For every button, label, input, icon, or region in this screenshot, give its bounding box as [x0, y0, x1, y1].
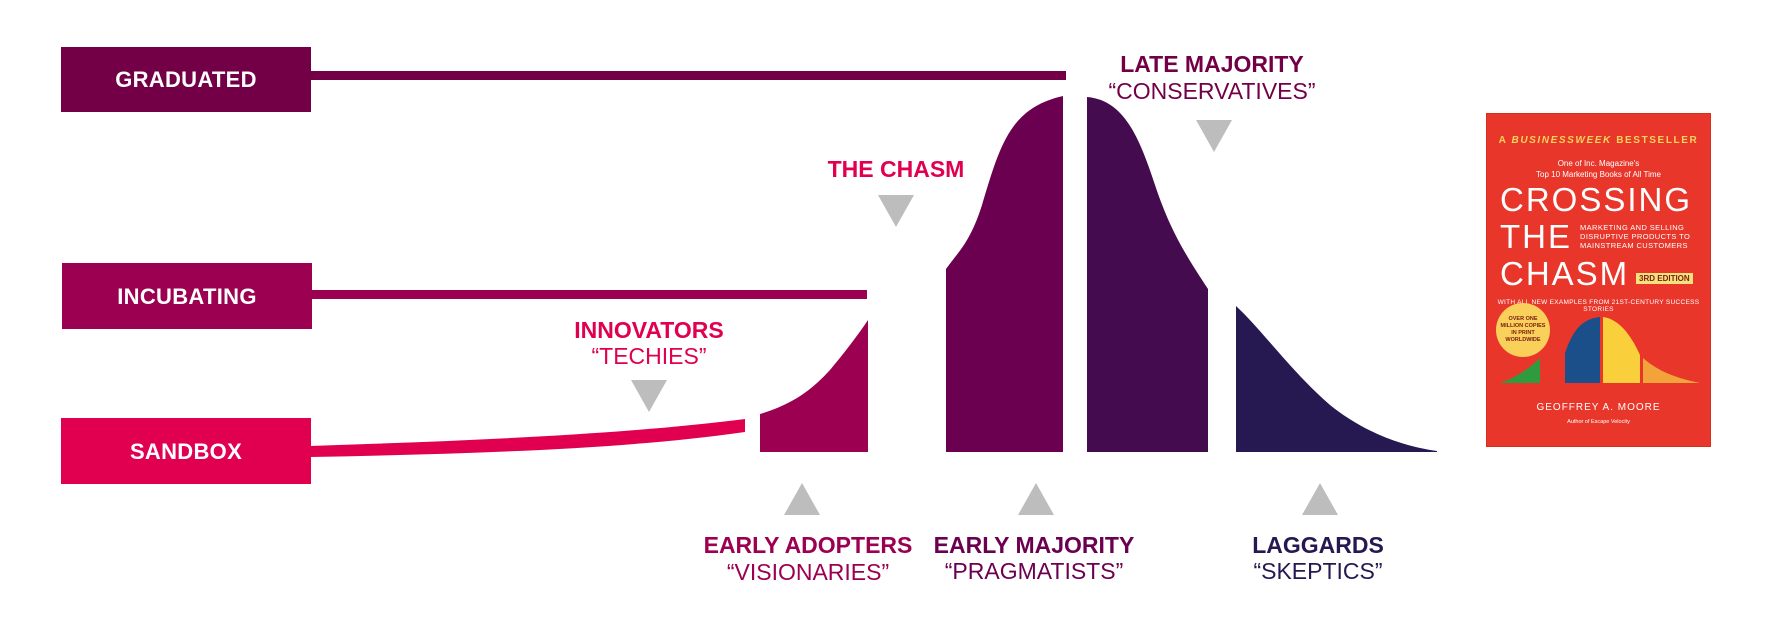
graduated-label: GRADUATED	[115, 67, 257, 92]
book-title-line2: THE	[1500, 218, 1572, 255]
book-author: GEOFFREY A. MOORE	[1536, 402, 1661, 413]
book-edition-badge: 3RD EDITION	[1636, 273, 1693, 284]
incubating-connector-line	[310, 290, 867, 299]
book-rank: One of Inc. Magazine's Top 10 Marketing …	[1486, 158, 1711, 180]
sandbox-box	[61, 418, 311, 484]
early-majority-arrow-icon	[1018, 483, 1054, 515]
innovators-title: INNOVATORS	[574, 317, 724, 343]
late-majority-arrow-icon	[1196, 120, 1232, 152]
laggards-arrow-icon	[1302, 483, 1338, 515]
late-majority-title: LATE MAJORITY	[1120, 51, 1304, 77]
incubating-label: INCUBATING	[117, 284, 256, 309]
chasm-title: THE CHASM	[828, 156, 965, 182]
book-top-post: BESTSELLER	[1616, 135, 1699, 146]
book-million-copies-badge: OVER ONE MILLION COPIES IN PRINT WORLDWI…	[1496, 303, 1550, 357]
stage-sandbox: SANDBOX	[61, 418, 311, 484]
book-title-line1: CROSSING	[1500, 181, 1693, 218]
early-majority-title: EARLY MAJORITY	[934, 532, 1135, 558]
innovators-subtitle: “TECHIES”	[592, 343, 707, 369]
early-adopters-subtitle: “VISIONARIES”	[727, 559, 889, 585]
book-author-sub: Author of Escape Velocity	[1567, 419, 1630, 425]
chasm-arrow-icon	[878, 195, 914, 227]
book-title-line3: CHASM	[1500, 255, 1630, 292]
early-adopters-curve-segment	[760, 320, 868, 452]
early-adopters-arrow-icon	[784, 483, 820, 515]
book-bell-curve-icon	[1500, 317, 1700, 383]
laggards-subtitle: “SKEPTICS”	[1253, 558, 1382, 584]
book-top-brand: BUSINESSWEEK	[1511, 135, 1612, 146]
book-rank-line1: One of Inc. Magazine's	[1557, 159, 1640, 168]
graduated-box	[61, 47, 311, 112]
book-top-pre: A	[1498, 135, 1508, 146]
early-majority-subtitle: “PRAGMATISTS”	[945, 558, 1123, 584]
early-adopters-title: EARLY ADOPTERS	[704, 532, 913, 558]
stage-graduated: GRADUATED	[61, 47, 311, 112]
early-majority-curve-segment	[946, 96, 1063, 452]
innovators-arrow-icon	[631, 380, 667, 412]
graduated-connector-line	[310, 71, 1066, 80]
sandbox-connector-line	[310, 419, 745, 457]
book-bestseller-line: A BUSINESSWEEK BESTSELLER	[1486, 135, 1711, 146]
laggards-curve-segment	[1236, 306, 1437, 452]
book-rank-line2: Top 10 Marketing Books of All Time	[1536, 170, 1661, 179]
crossing-the-chasm-book-cover: A BUSINESSWEEK BESTSELLER One of Inc. Ma…	[1486, 113, 1711, 447]
late-majority-subtitle: “CONSERVATIVES”	[1108, 78, 1315, 104]
sandbox-label: SANDBOX	[130, 439, 242, 464]
stage-incubating: INCUBATING	[62, 263, 312, 329]
late-majority-curve-segment	[1087, 97, 1208, 452]
laggards-title: LAGGARDS	[1252, 532, 1384, 558]
book-subtitle: MARKETING AND SELLING DISRUPTIVE PRODUCT…	[1580, 223, 1691, 250]
incubating-box	[62, 263, 312, 329]
book-title: CROSSING THE CHASM	[1500, 181, 1692, 292]
book-new-examples: WITH ALL NEW EXAMPLES FROM 21ST-CENTURY …	[1497, 299, 1700, 313]
